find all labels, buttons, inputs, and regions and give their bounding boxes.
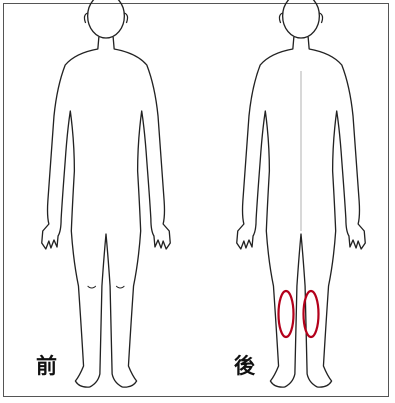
back-label: 後 <box>234 356 255 377</box>
left-knee-marker <box>279 291 294 337</box>
front-label: 前 <box>36 356 57 377</box>
back-figure <box>237 0 366 387</box>
front-figure <box>42 0 171 387</box>
